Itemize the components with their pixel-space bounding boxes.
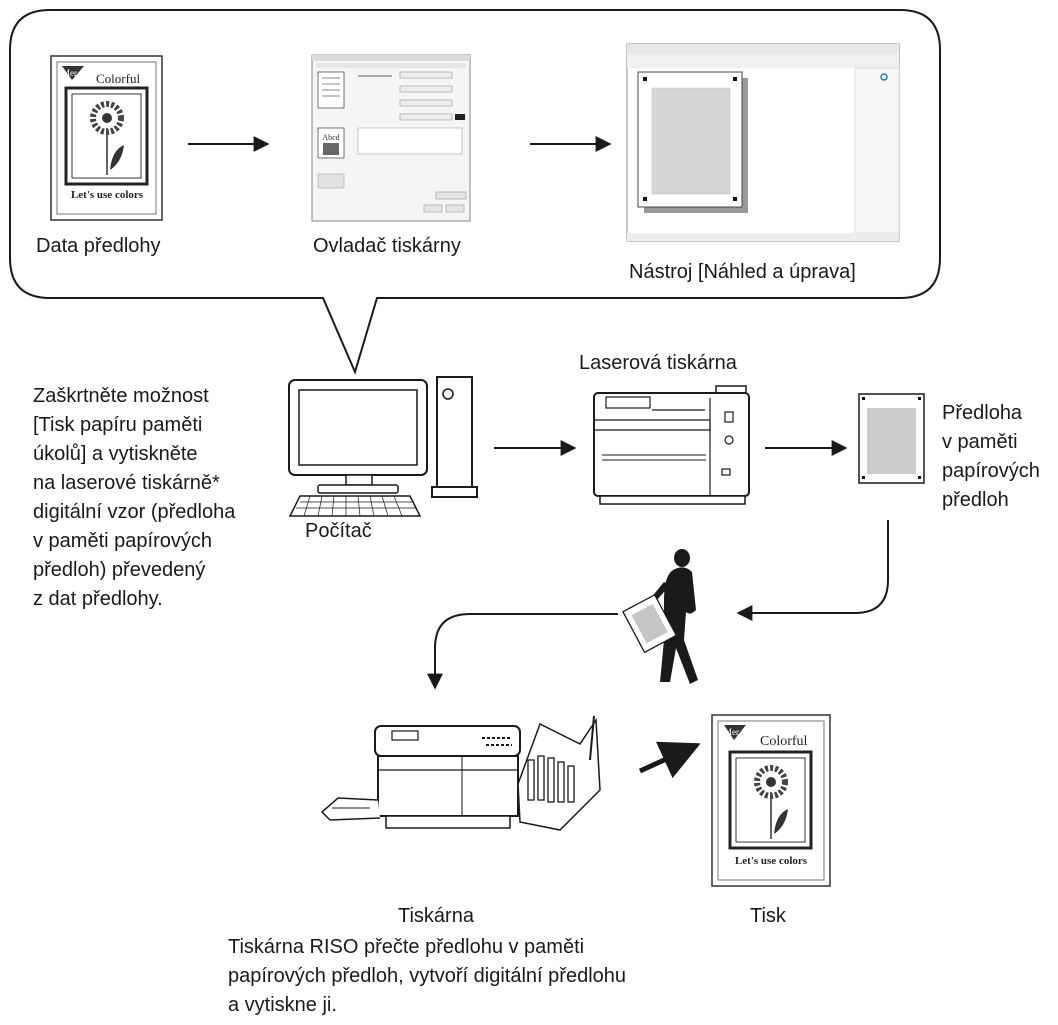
flower-icon — [754, 765, 788, 839]
poster-corner-text: Mer — [62, 68, 77, 78]
poster-brand-text: Colorful — [96, 71, 140, 86]
laser-printer-icon — [593, 385, 750, 505]
walking-person-icon — [622, 549, 698, 684]
arrow-person-to-printer — [427, 613, 618, 690]
driver-sample-text: Abcd — [322, 133, 339, 142]
label-preview-tool: Nástroj [Náhled a úprava] — [629, 261, 856, 283]
label-printer: Tiskárna — [398, 905, 474, 927]
print-brand-text: Colorful — [760, 734, 808, 749]
label-original-data: Data předlohy — [36, 235, 161, 257]
label-paper-master: Předloha v paměti papírových předloh — [942, 402, 1040, 511]
paper-master-sheet — [858, 393, 925, 484]
print-tagline: Let's use colors — [735, 855, 808, 867]
arrow-sheet-to-person — [736, 520, 889, 621]
printer-driver-window: Abcd — [311, 54, 471, 222]
label-computer: Počítač — [305, 520, 372, 542]
computer-icon — [288, 376, 478, 517]
riso-printer-icon — [320, 715, 601, 831]
flower-icon — [90, 101, 124, 175]
label-print: Tisk — [750, 905, 786, 927]
preview-tool-window — [626, 43, 900, 242]
arrow-printer-to-print — [638, 741, 701, 779]
instruction-bottom: Tiskárna RISO přečte předlohu v paměti p… — [228, 936, 627, 1016]
instruction-left: Zaškrtněte možnost [Tisk papíru paměti ú… — [33, 385, 236, 610]
printed-result-poster: Colorful Mer Let's use colors — [711, 714, 831, 887]
original-data-poster: Colorful Mer Let's use colors — [50, 55, 163, 221]
label-printer-driver: Ovladač tiskárny — [313, 235, 461, 257]
poster-tagline: Let's use colors — [71, 189, 144, 201]
print-corner-text: Mer — [724, 727, 739, 737]
label-laser-printer: Laserová tiskárna — [579, 352, 737, 374]
